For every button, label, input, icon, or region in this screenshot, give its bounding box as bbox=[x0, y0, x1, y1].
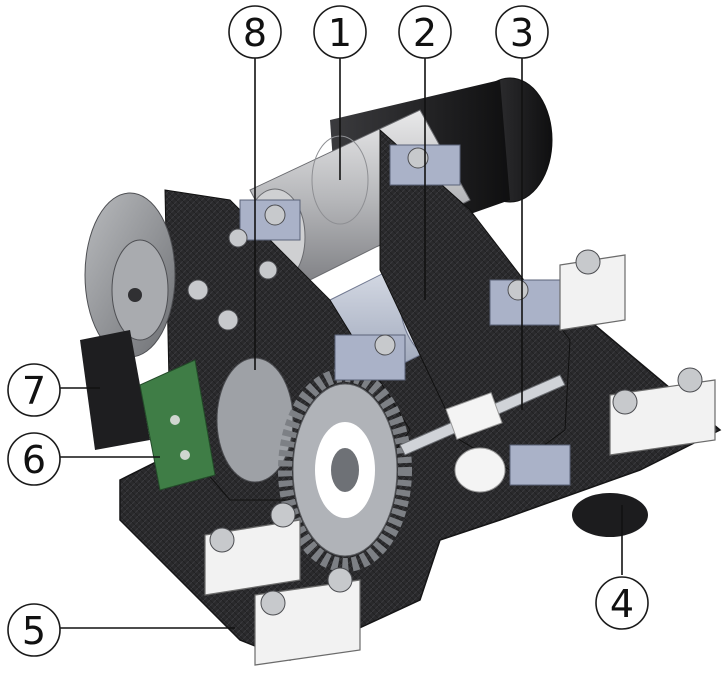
spur-gear bbox=[278, 368, 412, 572]
svg-text:4: 4 bbox=[610, 582, 634, 626]
leader-lines bbox=[58, 58, 623, 629]
callout-3: 3 bbox=[495, 5, 549, 59]
callout-7: 7 bbox=[7, 363, 61, 417]
callout-6: 6 bbox=[7, 432, 61, 486]
linear-shaft bbox=[399, 374, 566, 493]
bolts bbox=[187, 147, 703, 616]
callout-8: 8 bbox=[228, 5, 282, 59]
svg-text:1: 1 bbox=[328, 11, 352, 55]
svg-text:5: 5 bbox=[22, 609, 46, 653]
svg-text:8: 8 bbox=[243, 11, 267, 55]
callout-4: 4 bbox=[595, 576, 649, 630]
callout-1: 1 bbox=[313, 5, 367, 59]
callout-5: 5 bbox=[7, 603, 61, 657]
svg-text:3: 3 bbox=[510, 11, 534, 55]
svg-text:6: 6 bbox=[22, 438, 46, 482]
svg-text:2: 2 bbox=[413, 11, 437, 55]
svg-text:7: 7 bbox=[22, 369, 46, 413]
callout-2: 2 bbox=[398, 5, 452, 59]
rubber-foot bbox=[572, 493, 648, 537]
